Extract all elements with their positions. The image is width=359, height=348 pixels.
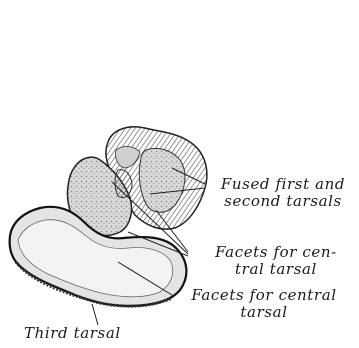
third-tarsal-label: Third tarsal [24,325,164,342]
facets-label-line-2: tral tarsal [196,261,356,278]
facets-central-tarsal-label-2: Facets for central tarsal [172,287,356,321]
facets-label-line-1: Facets for cen- [196,244,356,261]
fused-label-line-2: second tarsals [208,193,358,210]
fused-label-line-1: Fused first and [208,176,358,193]
facets2-label-line-1: Facets for central [172,287,356,304]
facets-central-tarsal-label: Facets for cen- tral tarsal [196,244,356,278]
facets2-label-line-2: tarsal [172,304,356,321]
fused-first-second-tarsals-label: Fused first and second tarsals [208,176,358,210]
